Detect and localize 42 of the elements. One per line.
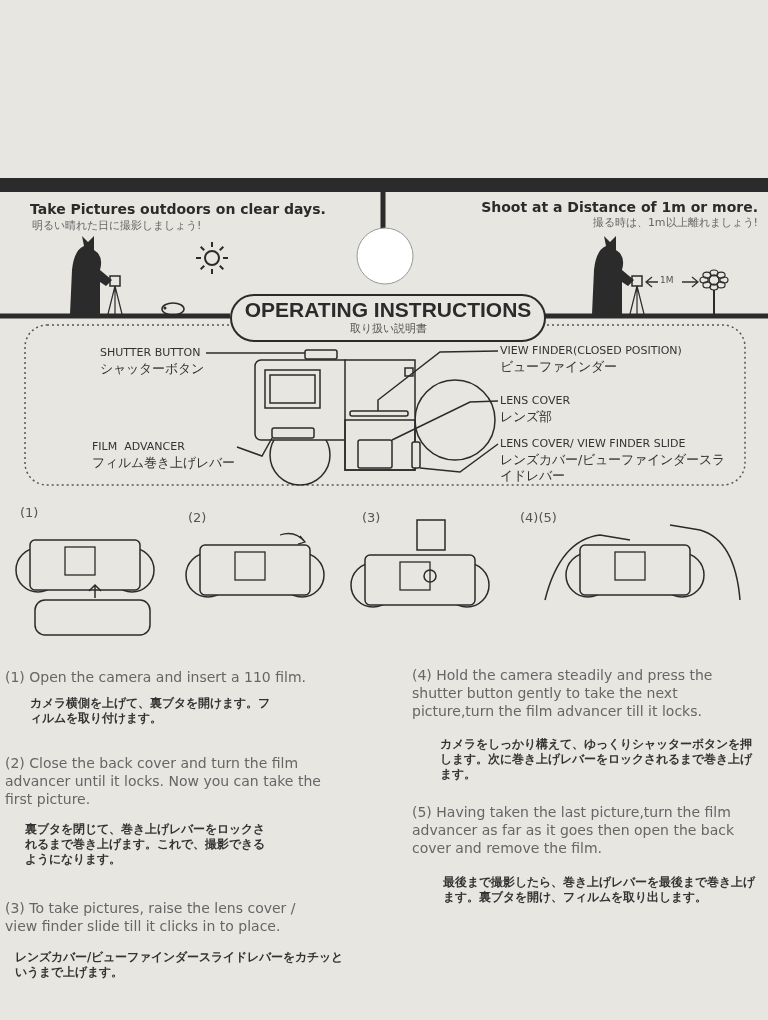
- distance-label: 1M: [660, 275, 675, 287]
- part-label: SHUTTER BUTTON: [100, 346, 202, 361]
- step-number: (2): [188, 510, 208, 527]
- part-label: LENS COVER: [500, 394, 571, 409]
- subtitle-text: 取り扱い説明書: [348, 322, 428, 336]
- part-label-japanese: シャッターボタン: [100, 360, 204, 377]
- instruction-text: (5) Having taken the last picture,turn the film advancer as far as it goes then open the back cover and remove the film.: [412, 803, 736, 858]
- title-text: OPERATING INSTRUCTIONS: [243, 298, 533, 322]
- instruction-text: (4) Hold the camera steadily and press the shutter button gently to take the next picture,turn the film advancer till it locks.: [412, 666, 714, 721]
- instruction-text: (3) To take pictures, raise the lens cover / view finder slide till it clicks in to place.: [5, 899, 297, 936]
- subheading-text: 明るい晴れた日に撮影しましょう!: [32, 219, 203, 234]
- leader-line: [391, 400, 499, 441]
- leader-line: [236, 437, 273, 457]
- instruction-text-japanese: カメラをしっかり構えて、ゆっくりシャッターボタンを押します。次に巻き上げレバーをロックされるまで巻き上げます。: [440, 737, 754, 782]
- leader-line: [377, 350, 499, 412]
- leader-line: [205, 352, 306, 354]
- title-banner: [230, 294, 546, 342]
- viewfinder-slot: [349, 410, 409, 417]
- instruction-text-japanese: レンズカバー/ビューファインダースライドレバーをカチッというまで上げます。: [15, 950, 345, 980]
- film-advancer-wheel: [271, 427, 315, 439]
- part-label-japanese: ビューファインダー: [500, 358, 618, 375]
- slide-lever: [411, 441, 421, 469]
- step-number: (3): [362, 510, 382, 527]
- lens-window: [357, 439, 393, 469]
- part-label: FILM ADVANCER: [92, 440, 186, 455]
- leader-line: [419, 443, 499, 473]
- subheading-text: 撮る時は、1m以上離れましょう!: [591, 216, 758, 231]
- instruction-text: (1) Open the camera and insert a 110 film.: [5, 668, 307, 687]
- part-label-japanese: フィルム巻き上げレバー: [92, 454, 235, 471]
- instruction-text-japanese: 最後まで撮影したら、巻き上げレバーを最後まで巻き上げます。裏ブタを開け、フィルムを取り出します。: [443, 875, 757, 905]
- part-label-japanese: レンズ部: [500, 408, 553, 425]
- step-number: (4)(5): [520, 510, 558, 527]
- instruction-text-japanese: カメラ横側を上げて、裏ブタを開けます。フィルムを取り付けます。: [30, 696, 270, 726]
- instruction-text-japanese: 裏ブタを閉じて、巻き上げレバーをロックされるまで巻き上げます。これで、撮影できるようになります。: [25, 822, 265, 867]
- part-label: LENS COVER/ VIEW FINDER SLIDE: [500, 437, 687, 452]
- heading-text: Shoot at a Distance of 1m or more.: [480, 198, 758, 217]
- heading-text: Take Pictures outdoors on clear days.: [30, 200, 327, 219]
- part-label-japanese: レンズカバー/ビューファインダースライドレバー: [500, 451, 727, 484]
- shutter-button: [304, 349, 338, 360]
- instruction-text: (2) Close the back cover and turn the film advancer until it locks. Now you can take the first picture.: [5, 754, 322, 809]
- step-number: (1): [20, 505, 40, 522]
- part-label: VIEW FINDER(CLOSED POSITION): [500, 344, 682, 359]
